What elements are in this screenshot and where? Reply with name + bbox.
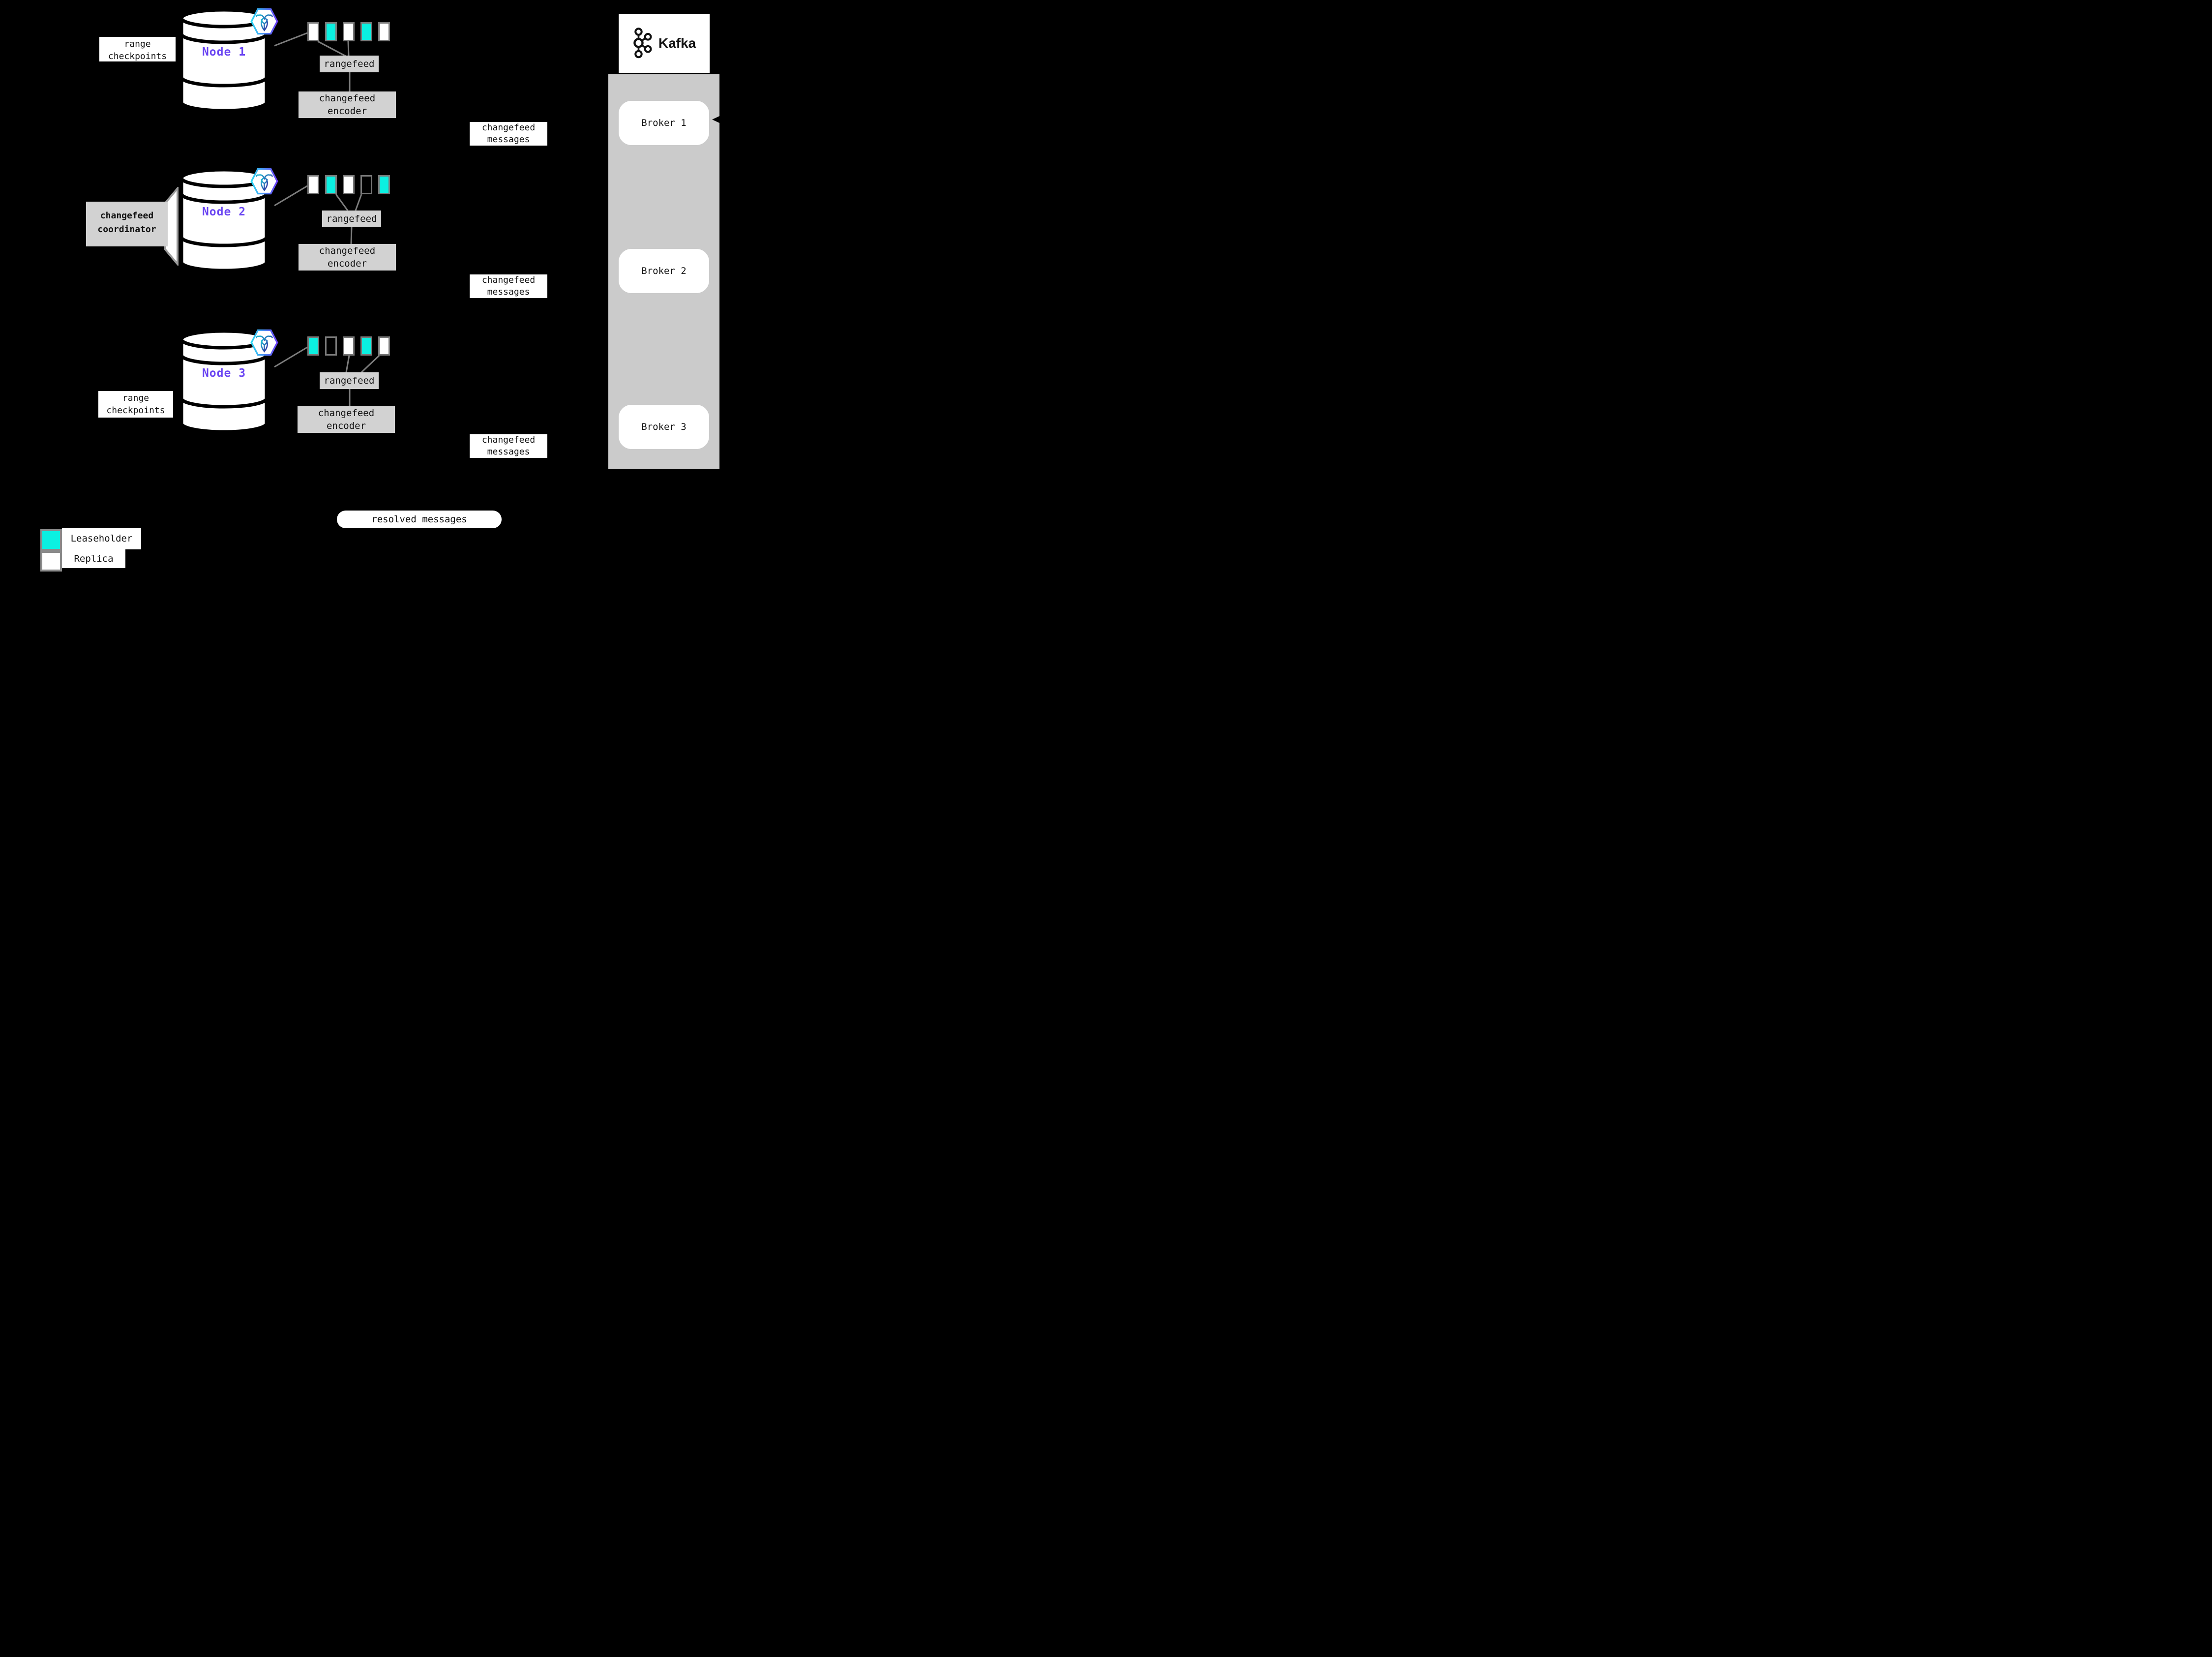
label-line: changefeed: [100, 211, 154, 221]
changefeed-encoder-box: changefeed encoder: [299, 244, 396, 271]
changefeed-encoder-box: changefeed encoder: [299, 91, 396, 118]
range-box: [378, 22, 390, 41]
broker-arrowhead-icon: [712, 116, 719, 123]
label-line: range: [122, 393, 149, 403]
broker-box: Broker 3: [619, 405, 709, 449]
cockroachdb-hexagon-icon: [250, 329, 278, 357]
cockroachdb-hexagon-icon: [250, 167, 278, 195]
range-box: [343, 336, 355, 356]
range-box: [325, 175, 337, 194]
range-box: [325, 22, 337, 41]
label-line: messages: [487, 287, 530, 297]
kafka-logo-box: Kafka: [619, 14, 710, 73]
range-box: [360, 336, 372, 356]
kafka-logo-icon: [633, 28, 652, 59]
label-line: changefeed: [481, 435, 536, 445]
label-line: changefeed: [481, 122, 536, 133]
label-line: coordinator: [97, 224, 156, 235]
range-box: [343, 22, 355, 41]
changefeed-encoder-box: changefeed encoder: [298, 406, 395, 433]
label-line: changefeed: [481, 275, 536, 285]
label-line: encoder: [327, 106, 367, 117]
range-box: [360, 175, 372, 194]
changefeed-messages-label: changefeed messages: [470, 434, 547, 458]
cockroachdb-hexagon-icon: [250, 7, 278, 35]
range-box: [325, 336, 337, 356]
label-line: checkpoints: [108, 51, 167, 61]
node-label: Node 1: [202, 46, 246, 59]
changefeed-messages-label: changefeed messages: [470, 274, 547, 298]
kafka-wordmark: Kafka: [658, 35, 696, 51]
rangefeed-box: rangefeed: [320, 56, 379, 72]
legend-label-leaseholder: Leaseholder: [62, 528, 141, 549]
broker-box: Broker 1: [619, 101, 709, 145]
label-line: checkpoints: [106, 405, 165, 416]
label-line: changefeed: [319, 245, 376, 256]
broker-box: Broker 2: [619, 249, 709, 293]
range-box: [307, 22, 319, 41]
range-box: [378, 336, 390, 356]
range-box: [343, 175, 355, 194]
legend-swatch-leaseholder: [40, 529, 62, 551]
legend-swatch-replica: [40, 551, 62, 572]
label-line: messages: [487, 134, 530, 145]
label-line: encoder: [327, 258, 367, 269]
changefeed-coordinator-box: changefeed coordinator: [86, 202, 168, 246]
legend-label-replica: Replica: [62, 549, 125, 568]
label-line: changefeed: [319, 93, 376, 104]
diagram-stage: range checkpoints Node 1 rangefeed chang…: [0, 0, 771, 577]
range-box: [378, 175, 390, 194]
rangefeed-box: rangefeed: [322, 211, 381, 227]
range-box: [307, 336, 319, 356]
node-label: Node 3: [202, 367, 246, 380]
label-line: encoder: [326, 421, 366, 431]
range-checkpoints-label: range checkpoints: [99, 37, 176, 61]
label-line: changefeed: [318, 408, 375, 419]
changefeed-messages-label: changefeed messages: [470, 122, 547, 146]
resolved-messages-pill: resolved messages: [337, 511, 502, 528]
rangefeed-box: rangefeed: [320, 372, 379, 389]
connector-lines: [274, 32, 380, 406]
label-line: messages: [487, 447, 530, 457]
node-label: Node 2: [202, 206, 246, 218]
range-box: [360, 22, 372, 41]
coordinator-flap-icon: [164, 187, 179, 266]
range-box: [307, 175, 319, 194]
range-checkpoints-label: range checkpoints: [98, 391, 173, 418]
label-line: range: [124, 39, 151, 49]
